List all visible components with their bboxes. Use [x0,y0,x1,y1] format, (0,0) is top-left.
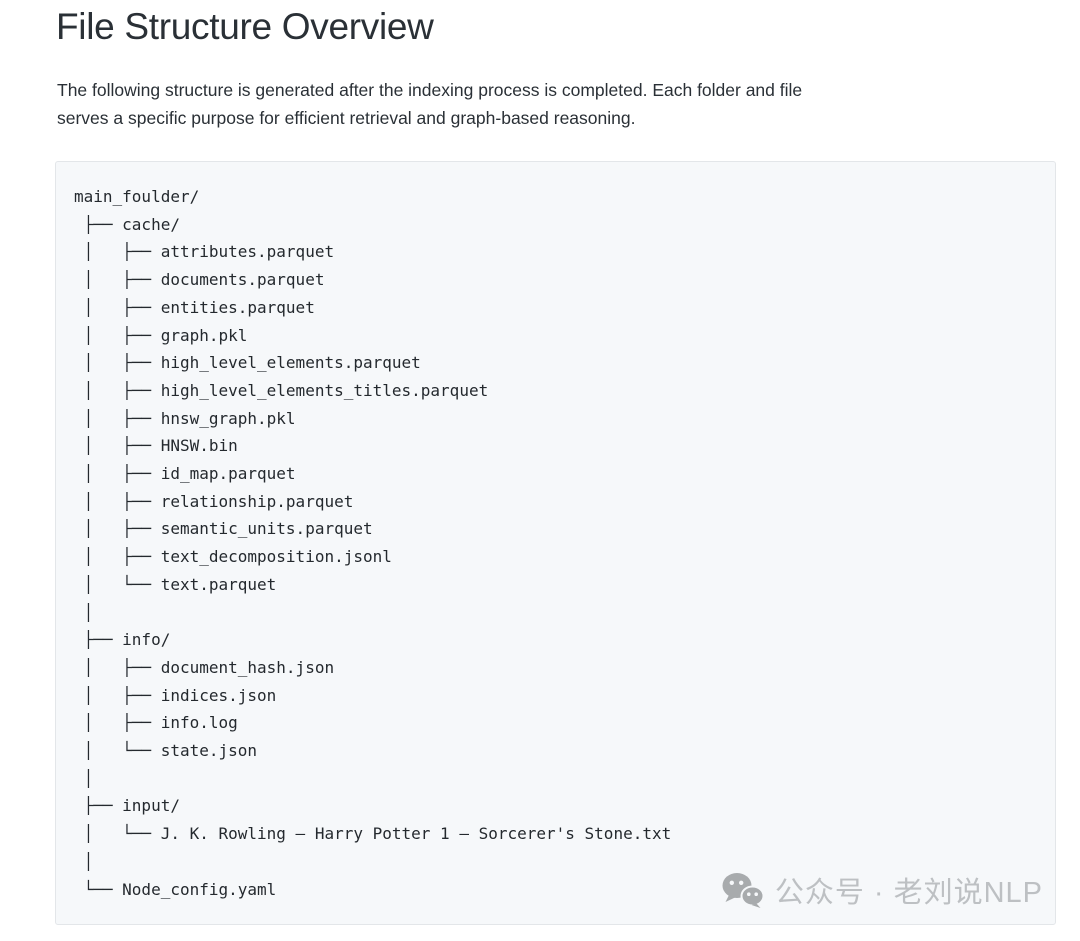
intro-line-1: The following structure is generated aft… [57,80,803,100]
intro-paragraph: The following structure is generated aft… [57,76,802,132]
file-tree-block: main_foulder/ ├── cache/ │ ├── attribute… [55,161,1056,925]
page-title: File Structure Overview [56,6,434,47]
file-tree-code: main_foulder/ ├── cache/ │ ├── attribute… [74,187,672,899]
intro-line-2: serves a specific purpose for efficient … [57,108,636,128]
